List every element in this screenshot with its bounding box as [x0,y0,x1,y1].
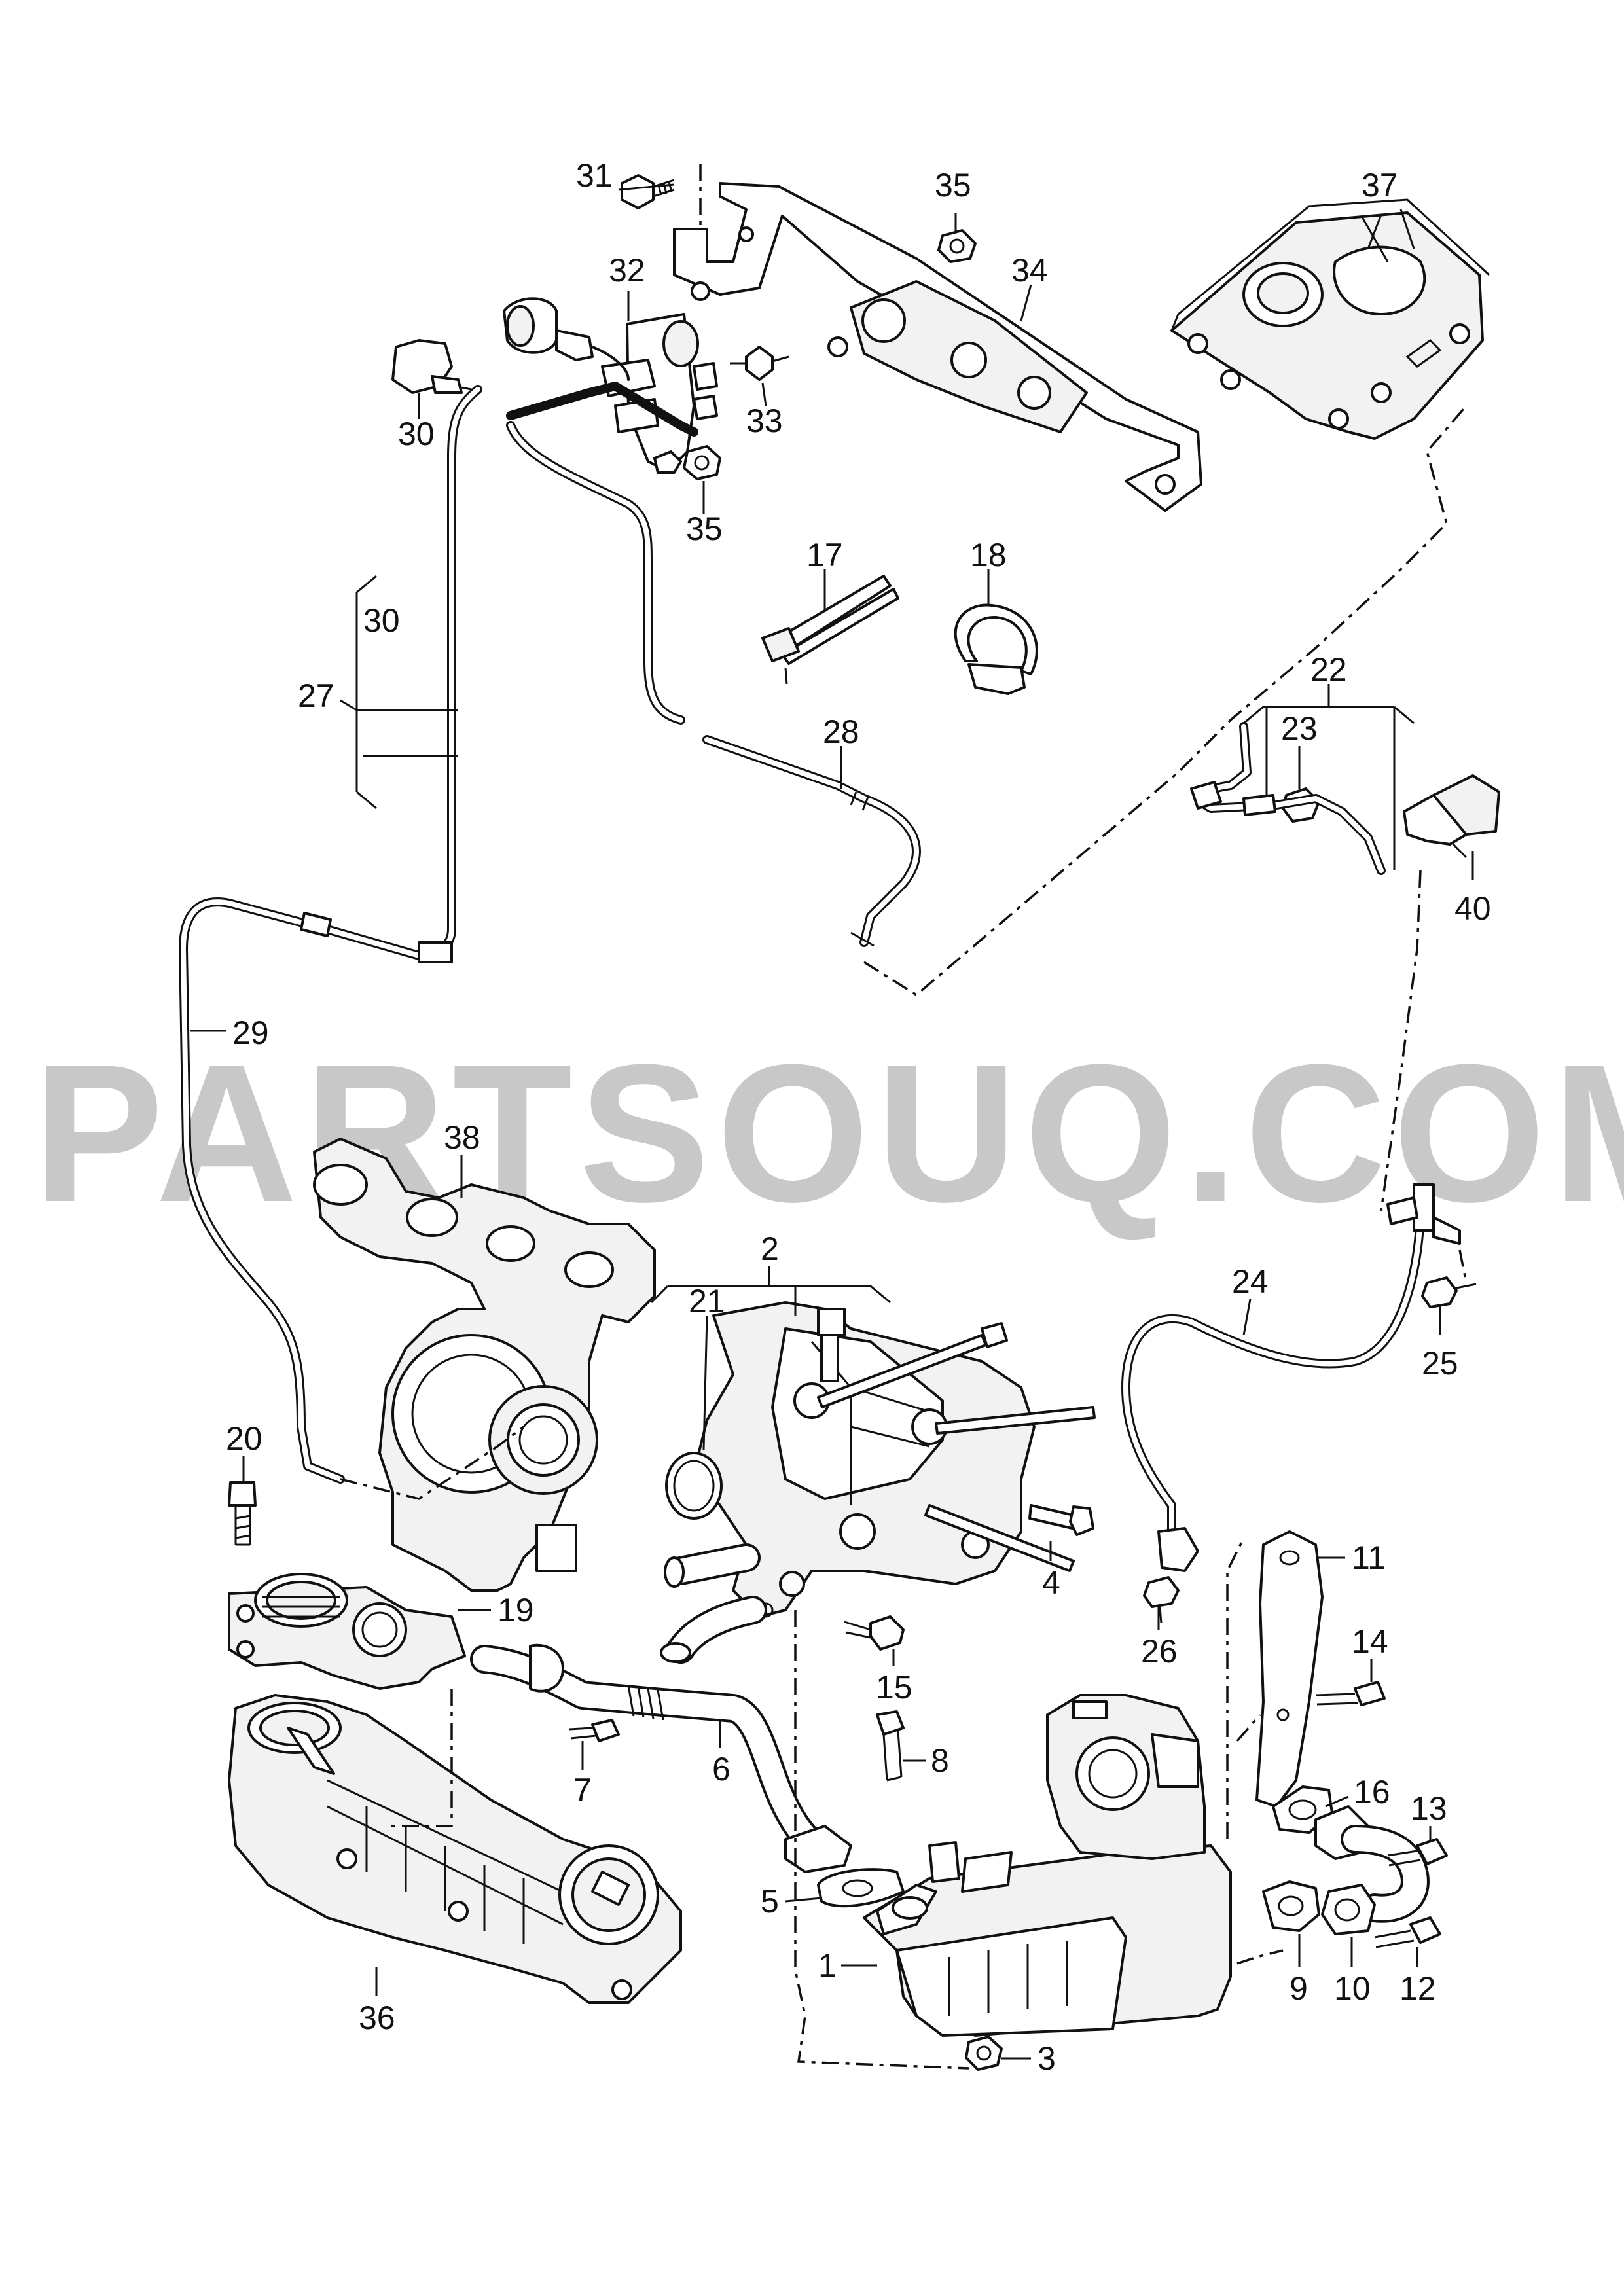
bolt[interactable] [621,174,675,209]
callout-13: 13 [1411,1790,1447,1827]
callout-3: 3 [1038,2040,1056,2077]
callout-8: 8 [931,1742,949,1779]
callout-23: 23 [1281,710,1318,747]
callout-1: 1 [818,1947,837,1984]
callout-18: 18 [970,537,1007,573]
callout-38: 38 [444,1119,480,1156]
callout-24: 24 [1232,1263,1269,1300]
o-ring[interactable] [665,1452,723,1520]
vacuum-connector[interactable] [503,297,630,381]
bolt[interactable] [876,1710,905,1782]
vacuum-hose[interactable] [1190,722,1386,875]
vacuum-hose[interactable] [179,385,482,1484]
callout-28: 28 [823,713,859,750]
bolt[interactable] [1143,1576,1180,1624]
callout-22: 22 [1310,651,1347,688]
hose-clip[interactable] [954,603,1038,695]
egr-pipe[interactable] [470,1643,852,1873]
callout-33: 33 [746,403,783,439]
nut[interactable] [937,229,977,263]
check-valve[interactable] [730,346,789,381]
egr-valve[interactable] [1046,1694,1206,1860]
nut[interactable] [683,445,721,480]
callout-29: 29 [232,1014,269,1051]
callout-6: 6 [712,1751,731,1787]
callout-36: 36 [359,2000,395,2036]
gasket[interactable] [1262,1880,1320,1932]
bolt[interactable] [1421,1276,1477,1308]
nut[interactable] [965,2036,1003,2071]
stud-bolts[interactable] [817,1322,1096,1572]
bolt[interactable] [228,1481,257,1546]
callout-37: 37 [1362,167,1398,204]
callout-5: 5 [761,1883,779,1920]
callout-30: 30 [363,602,400,639]
heat-shield[interactable] [1255,1530,1324,1808]
callout-4: 4 [1042,1564,1060,1601]
leader-lines [190,183,1474,2060]
vacuum-hose[interactable] [506,382,921,947]
egr-cooler[interactable] [863,1841,1232,2037]
callout-17: 17 [806,537,843,573]
egr-connecting-pipe[interactable] [1314,1805,1430,1935]
callout-9: 9 [1290,1970,1308,2007]
bolt[interactable] [1028,1504,1094,1536]
callout-15: 15 [876,1669,912,1706]
callout-labels: 31 35 37 32 34 30 33 35 17 18 30 27 22 2… [226,157,1491,2077]
callout-34: 34 [1011,252,1048,289]
callout-11: 11 [1352,1539,1386,1576]
watermark: PARTSOUQ.COM [33,1023,1624,1243]
callout-32: 32 [609,252,645,289]
bracket[interactable] [673,182,1202,512]
callout-14: 14 [1352,1623,1388,1660]
callout-35: 35 [686,511,723,547]
bolt[interactable] [844,1615,905,1651]
callout-40: 40 [1454,890,1491,927]
throttle-valve[interactable] [228,1573,466,1690]
assembly-lines [340,164,1468,2070]
callout-16: 16 [1354,1774,1390,1810]
bolt[interactable] [1374,1916,1441,1948]
callout-19: 19 [497,1592,534,1628]
callout-25: 25 [1422,1345,1458,1382]
coolant-pipe[interactable] [660,1543,767,1664]
callout-7: 7 [573,1772,592,1808]
vacuum-valve[interactable] [391,339,482,394]
callout-35: 35 [935,167,971,204]
bolt[interactable] [1315,1681,1386,1706]
callout-21: 21 [689,1283,725,1319]
callout-30: 30 [398,416,435,452]
cylinder-head-cover[interactable] [1170,198,1490,440]
gasket[interactable] [817,1868,905,1908]
pressure-pipe[interactable] [1121,1183,1461,1572]
bracket[interactable] [1403,774,1500,859]
turbocharger[interactable] [313,1138,656,1592]
intake-manifold[interactable] [228,1694,682,2004]
bolt[interactable] [569,1719,620,1742]
callout-12: 12 [1399,1970,1436,2007]
callout-10: 10 [1334,1970,1371,2007]
callout-20: 20 [226,1420,262,1457]
callout-2: 2 [761,1230,779,1267]
callout-26: 26 [1141,1633,1178,1670]
callout-31: 31 [576,157,613,194]
cable-tie[interactable] [761,575,899,685]
callout-27: 27 [298,677,334,714]
